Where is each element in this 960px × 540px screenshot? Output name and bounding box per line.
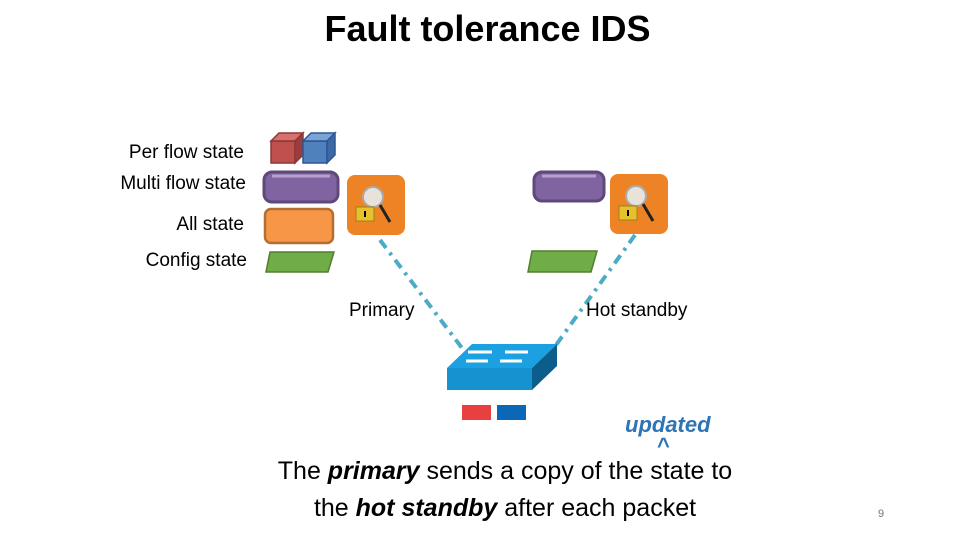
slide-title: Fault tolerance IDS (324, 8, 651, 49)
multi-flow-cylinder-primary-icon (262, 170, 340, 204)
link-primary-switch (378, 238, 464, 350)
caption-text: sends a copy of the state to (419, 457, 733, 485)
ids-standby-icon (610, 174, 668, 234)
primary-label: Primary (349, 300, 415, 321)
insert-caret: ^ (657, 433, 670, 458)
label-config-state: Config state (145, 250, 247, 271)
network-switch-icon (447, 344, 557, 390)
hot-standby-label: Hot standby (586, 300, 688, 321)
per-flow-cube-blue-icon (301, 131, 337, 165)
caption: The primary sends a copy of the state to… (200, 453, 810, 527)
multi-flow-cylinder-standby-icon (532, 170, 606, 203)
all-state-block-icon (263, 207, 335, 245)
caption-text: the (313, 494, 356, 522)
label-all-state: All state (176, 214, 244, 235)
caption-hot-standby: hot standby (355, 494, 498, 522)
config-state-standby-icon (527, 250, 598, 273)
label-multi-flow-state: Multi flow state (120, 173, 246, 194)
per-flow-cube-red-icon (269, 131, 305, 165)
packet-blue-icon (497, 405, 526, 420)
config-state-primary-icon (265, 251, 336, 273)
caption-text: The (277, 457, 328, 485)
page-number: 9 (878, 508, 885, 520)
packet-red-icon (462, 405, 491, 420)
updated-annotation: updated (625, 412, 711, 437)
ids-primary-icon (347, 175, 405, 235)
label-per-flow-state: Per flow state (128, 142, 244, 163)
caption-text: after each packet (497, 494, 697, 522)
caption-primary: primary (327, 457, 420, 485)
link-standby-switch (554, 233, 637, 347)
